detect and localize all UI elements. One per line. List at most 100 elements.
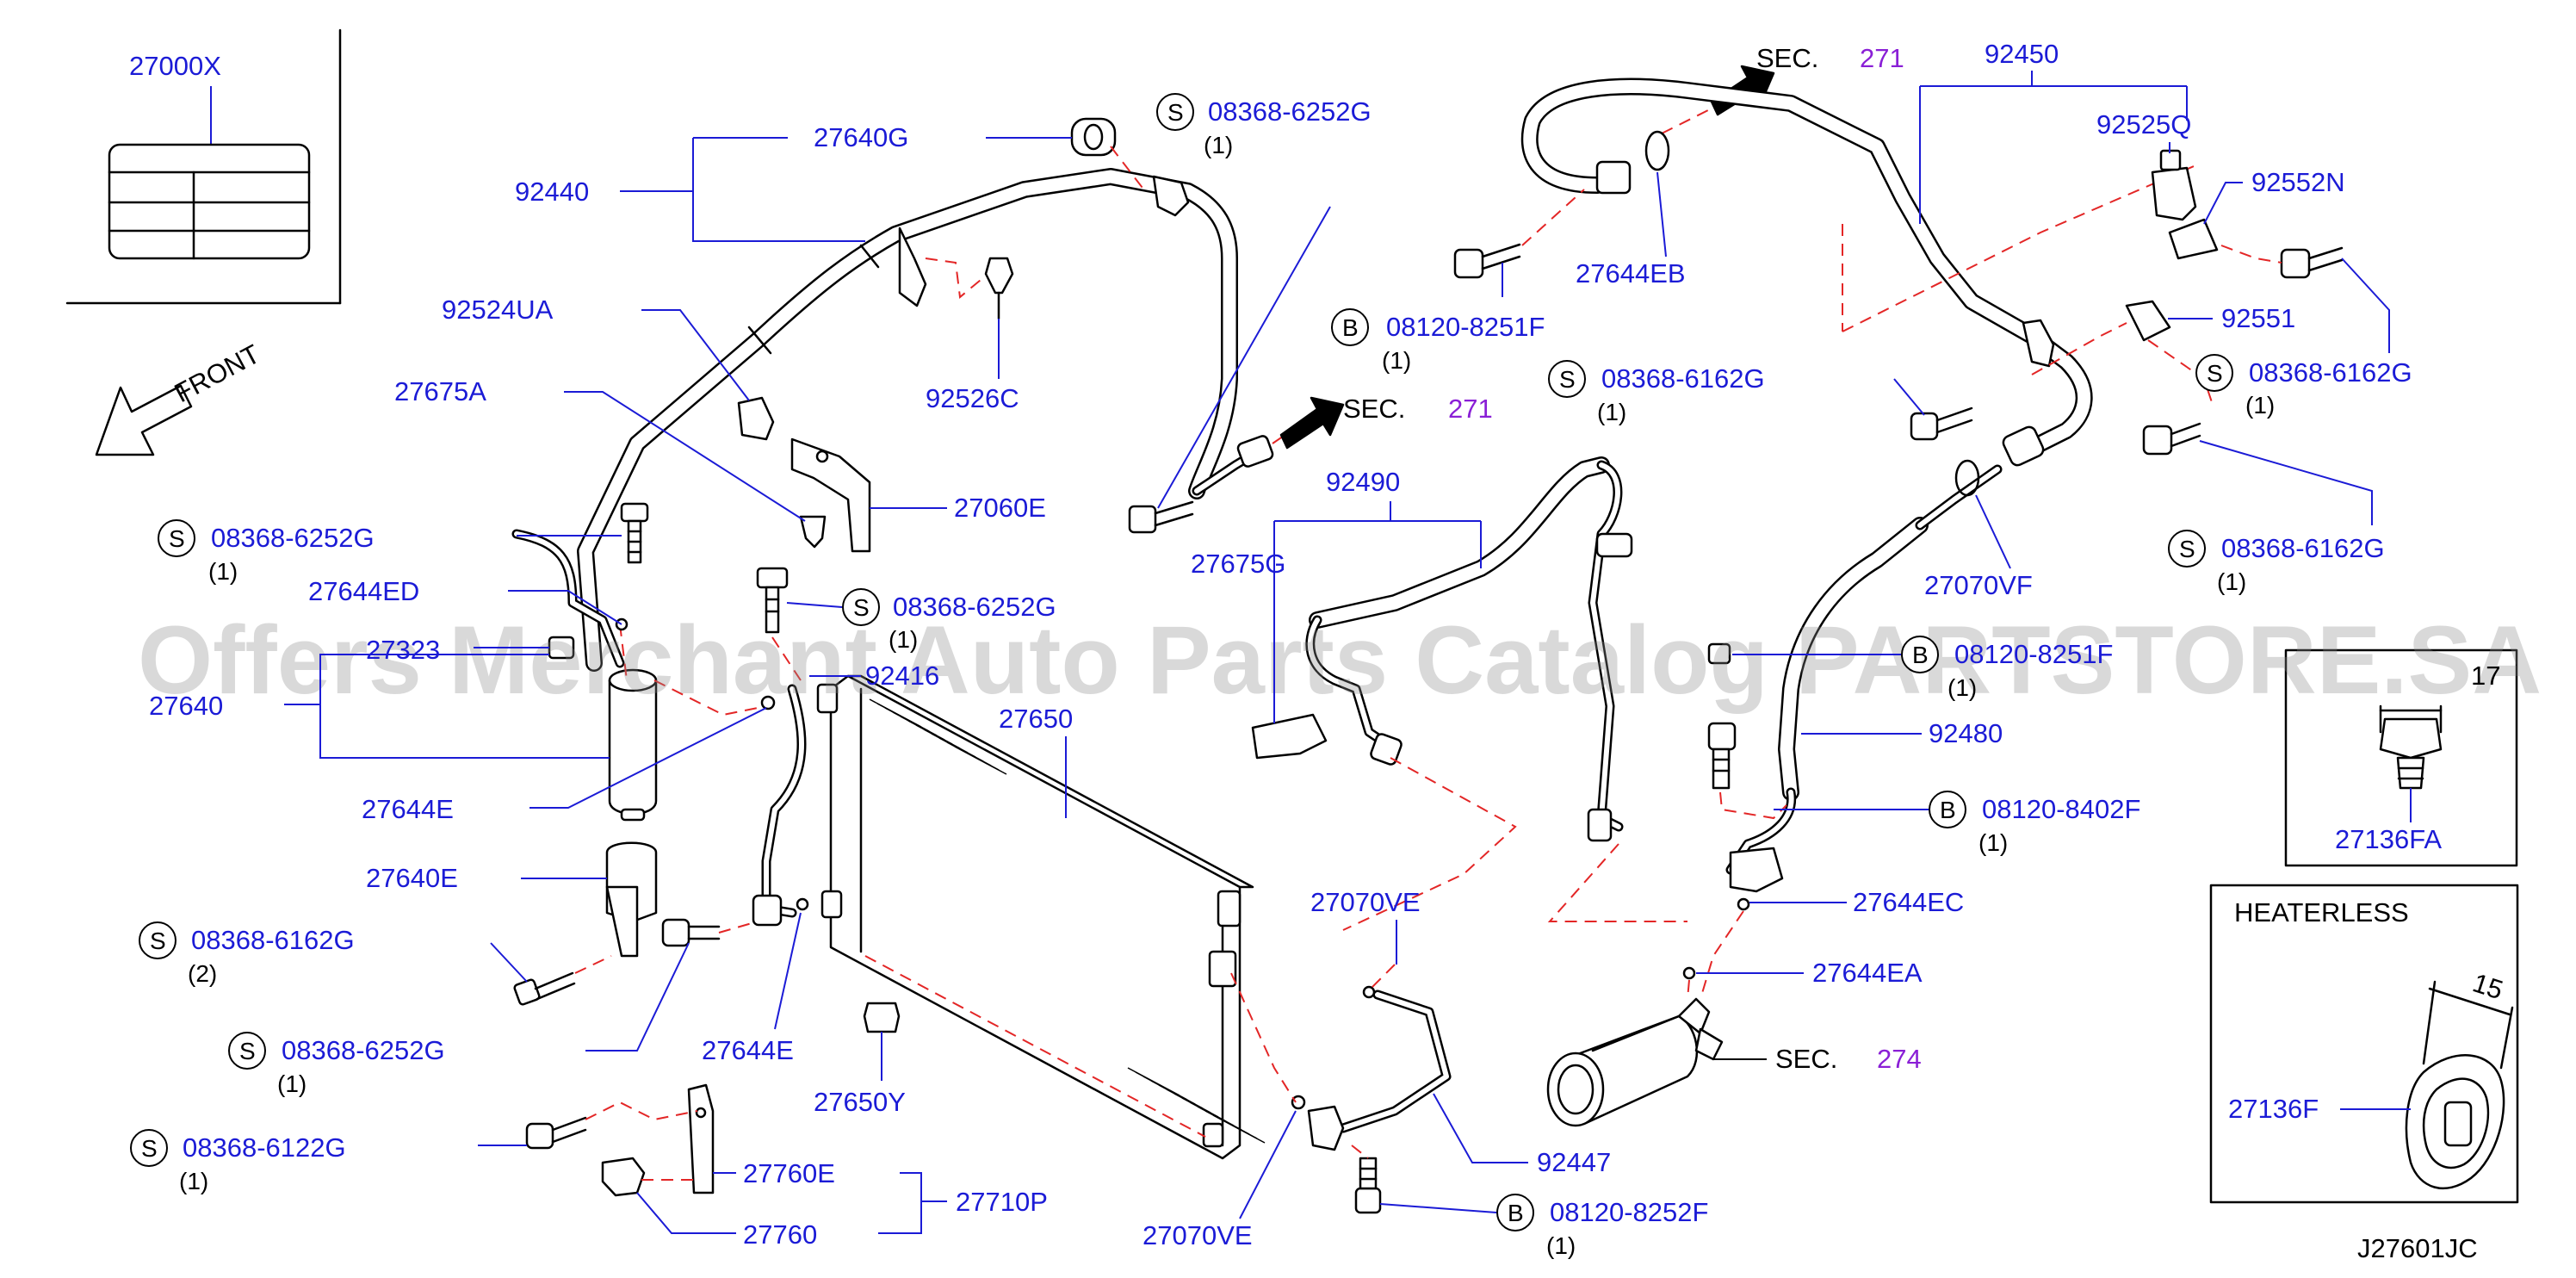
b-symbol: B — [1508, 1200, 1524, 1226]
part-label-27650y[interactable]: 27650Y — [814, 1087, 906, 1117]
part-label-27760[interactable]: 27760 — [743, 1219, 817, 1250]
part-label-92480[interactable]: 92480 — [1929, 718, 2003, 748]
bolt-s-08368-6162g-mid — [1910, 406, 1973, 441]
s-symbol: S — [150, 927, 166, 954]
fastener-callout-f5[interactable]: S 08368-6252G (1) — [228, 1032, 445, 1097]
bracket-92552n — [2168, 218, 2219, 260]
fastener-qty-f3: (1) — [889, 626, 918, 653]
fastener-callout-f6[interactable]: S 08368-6122G (1) — [130, 1129, 346, 1194]
part-label-92525q[interactable]: 92525Q — [2096, 109, 2191, 140]
fastener-code-f13: 08120-8252F — [1550, 1197, 1708, 1227]
hose-92490 — [1251, 456, 1610, 766]
part-label-27070vf[interactable]: 27070VF — [1924, 570, 2033, 600]
clamp-92524ua — [737, 396, 775, 441]
pipe-92447 — [1291, 985, 1452, 1151]
part-label-27644eb[interactable]: 27644EB — [1576, 258, 1686, 288]
fastener-code-f5: 08368-6252G — [282, 1035, 445, 1065]
s-symbol: S — [169, 525, 185, 552]
bolt-s-08368-6122g — [525, 1116, 587, 1150]
fastener-qty-f7: (1) — [1382, 347, 1411, 374]
fastener-callout-f12[interactable]: B 08120-8402F (1) — [1929, 791, 2140, 856]
clip-92526c — [984, 257, 1014, 320]
part-label-27070ve-b[interactable]: 27070VE — [1142, 1220, 1253, 1250]
fastener-callout-f7[interactable]: B 08120-8251F (1) — [1331, 308, 1545, 374]
b-symbol: B — [1342, 314, 1359, 341]
part-label-92447[interactable]: 92447 — [1537, 1147, 1611, 1177]
part-label-27644e-b[interactable]: 27644E — [702, 1035, 794, 1065]
part-label-27323[interactable]: 27323 — [366, 635, 440, 665]
part-label-27070ve-a[interactable]: 27070VE — [1310, 887, 1421, 917]
section-ref-1-text: SEC. — [1343, 394, 1405, 424]
fastener-callout-f11[interactable]: B 08120-8251F (1) — [1901, 636, 2113, 701]
front-direction-arrow: FRONT — [95, 338, 265, 456]
fastener-callout-f1[interactable]: S 08368-6252G (1) — [1156, 93, 1372, 158]
fastener-callout-f9[interactable]: S 08368-6162G (1) — [2195, 354, 2412, 419]
fastener-qty-f1: (1) — [1204, 132, 1233, 158]
heaterless-box — [2209, 884, 2519, 1204]
part-label-27644ed[interactable]: 27644ED — [308, 576, 419, 606]
bolt-b-08120-8402f — [1707, 722, 1737, 790]
front-label: FRONT — [170, 338, 265, 408]
bolt-s-08368-6162g-right-lower — [2142, 422, 2201, 456]
section-ref-2-text: SEC. — [1756, 43, 1818, 73]
fastener-callout-f10[interactable]: S 08368-6162G (1) — [2168, 530, 2385, 595]
fastener-qty-f5: (1) — [277, 1070, 307, 1097]
fastener-callout-f13[interactable]: B 08120-8252F (1) — [1496, 1194, 1708, 1259]
part-label-27675g[interactable]: 27675G — [1191, 549, 1285, 579]
fastener-code-f3: 08368-6252G — [893, 592, 1056, 622]
part-label-92524ua[interactable]: 92524UA — [442, 295, 554, 325]
part-label-27640[interactable]: 27640 — [149, 691, 223, 721]
fastener-qty-f6: (1) — [179, 1168, 208, 1194]
mount-27650y — [863, 1002, 901, 1033]
s-symbol: S — [239, 1038, 256, 1064]
fastener-callout-f3[interactable]: S 08368-6252G (1) — [842, 588, 1056, 653]
fastener-code-f1: 08368-6252G — [1208, 96, 1372, 127]
bracket-92551 — [2125, 300, 2171, 342]
section-ref-3-text: SEC. — [1775, 1044, 1837, 1074]
fastener-code-f6: 08368-6122G — [183, 1132, 346, 1163]
part-label-92450[interactable]: 92450 — [1985, 39, 2059, 69]
fastener-code-f10: 08368-6162G — [2221, 533, 2385, 563]
part-label-27675a[interactable]: 27675A — [394, 376, 486, 406]
part-label-27136fa[interactable]: 27136FA — [2335, 824, 2442, 854]
grommet-27640g — [1070, 117, 1117, 157]
fastener-callout-f8[interactable]: S 08368-6162G (1) — [1548, 360, 1765, 425]
fastener-qty-f11: (1) — [1947, 674, 1977, 701]
bracket-27760e — [687, 1083, 715, 1194]
fastener-callout-f2[interactable]: S 08368-6252G (1) — [158, 519, 375, 585]
s-symbol: S — [2207, 360, 2223, 387]
b-symbol: B — [1940, 797, 1956, 823]
hose-92450 — [1520, 78, 2093, 467]
part-label-27060e[interactable]: 27060E — [954, 493, 1046, 523]
fastener-code-f8: 08368-6162G — [1601, 363, 1765, 394]
part-label-27644e-a[interactable]: 27644E — [362, 794, 454, 824]
part-label-92416[interactable]: 92416 — [865, 661, 939, 691]
part-label-27640g[interactable]: 27640G — [814, 122, 908, 152]
part-label-27760e[interactable]: 27760E — [743, 1158, 835, 1188]
bolt-b-08120-8251f-b — [1707, 642, 1731, 665]
part-label-27650[interactable]: 27650 — [999, 704, 1073, 734]
part-label-92551[interactable]: 92551 — [2221, 303, 2295, 333]
part-label-92552n[interactable]: 92552N — [2251, 167, 2345, 197]
section-ref-1-num[interactable]: 271 — [1448, 394, 1493, 424]
fastener-callout-f4[interactable]: S 08368-6162G (2) — [139, 921, 355, 987]
fastener-qty-f13: (1) — [1546, 1232, 1576, 1259]
part-label-27136f[interactable]: 27136F — [2228, 1094, 2319, 1124]
fastener-code-f9: 08368-6162G — [2249, 357, 2412, 388]
part-label-27640e[interactable]: 27640E — [366, 863, 458, 893]
section-ref-2-num[interactable]: 271 — [1860, 43, 1904, 73]
fastener-code-f12: 08120-8402F — [1982, 794, 2140, 824]
hose-92480 — [1725, 464, 2003, 893]
part-label-27644ea[interactable]: 27644EA — [1812, 958, 1923, 988]
part-label-27644ec[interactable]: 27644EC — [1853, 887, 1964, 917]
part-label-27710p[interactable]: 27710P — [956, 1187, 1048, 1217]
bolt-b-08120-8251f-a — [1453, 243, 1521, 279]
part-label-92440[interactable]: 92440 — [515, 177, 589, 207]
part-label-27000x[interactable]: 27000X — [129, 51, 221, 81]
section-ref-3-num[interactable]: 274 — [1877, 1044, 1922, 1074]
clip-27760 — [601, 1157, 646, 1197]
part-label-92526c[interactable]: 92526C — [926, 383, 1019, 413]
bolt-s-08368-6252g-top — [1128, 500, 1194, 534]
heaterless-title: HEATERLESS — [2234, 897, 2409, 927]
part-label-92490[interactable]: 92490 — [1326, 467, 1400, 497]
